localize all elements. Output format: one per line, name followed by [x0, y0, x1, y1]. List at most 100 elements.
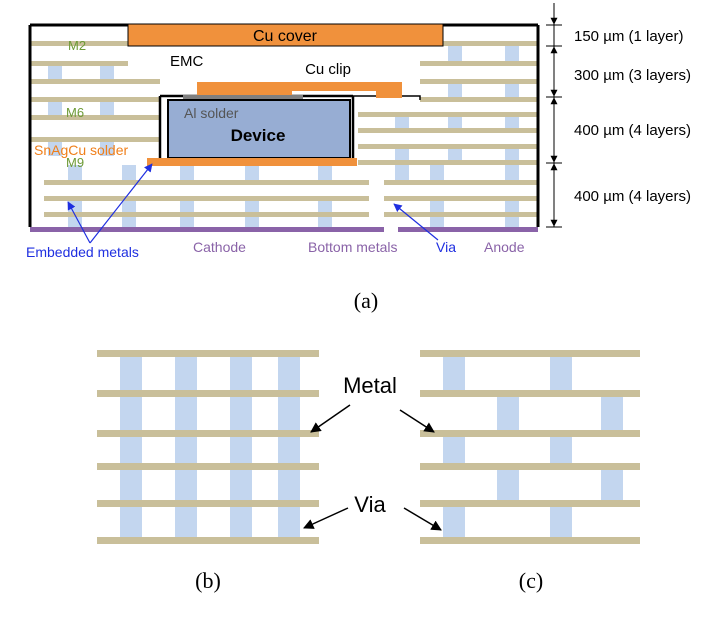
via-block — [68, 165, 82, 180]
via-block — [48, 142, 62, 156]
via-block — [448, 46, 462, 61]
via-block — [505, 217, 519, 227]
left-upper-metal-stack — [30, 41, 160, 156]
device — [167, 99, 351, 159]
metal-layer — [420, 500, 640, 507]
via-block — [68, 217, 82, 227]
via-block — [318, 165, 332, 180]
cu-cover — [127, 23, 444, 47]
via-block — [430, 165, 444, 180]
dimension-label-3: 400 µm (4 layers) — [574, 122, 691, 139]
cavity-step — [353, 95, 421, 100]
via-column — [278, 352, 300, 538]
via-block — [395, 165, 409, 180]
bottom-metal-anode — [398, 227, 538, 232]
metal-layer — [420, 79, 538, 84]
metal-layer — [420, 463, 640, 470]
caption-a: (a) — [354, 288, 378, 313]
via-block — [48, 66, 62, 79]
metal-layer — [420, 390, 640, 397]
via-block — [395, 149, 409, 160]
via-block — [448, 84, 462, 97]
metal-layer — [44, 180, 369, 185]
dimension-label-2: 300 µm (3 layers) — [574, 67, 691, 84]
via-block — [180, 165, 194, 180]
via-block — [505, 165, 519, 180]
via-block — [245, 217, 259, 227]
cu-clip-label: Cu clip — [305, 61, 351, 78]
metal-layer — [30, 79, 160, 84]
via-block — [497, 396, 519, 431]
via-block — [505, 201, 519, 212]
metal-layer — [30, 137, 160, 142]
metal-layer — [420, 41, 538, 46]
via-block — [448, 117, 462, 128]
via-block — [48, 102, 62, 115]
via-block — [100, 66, 114, 79]
metal-layer — [30, 115, 160, 120]
via-block — [505, 149, 519, 160]
embedded-metals-arrow — [89, 163, 153, 244]
al-solder — [183, 95, 303, 100]
bottom-left-metal-stack — [44, 165, 369, 227]
metal-layer — [30, 41, 128, 46]
embedded-metals-label: Embedded metals — [26, 244, 139, 260]
metal-callout-label: Metal — [343, 373, 397, 398]
via-block — [395, 117, 409, 128]
metal-layer — [97, 390, 319, 397]
callouts: Metal Via — [303, 373, 442, 531]
via-block — [601, 469, 623, 501]
via-block — [497, 469, 519, 501]
metal-layer — [358, 160, 538, 165]
metal-layer — [420, 61, 538, 66]
metal-layer — [97, 463, 319, 470]
metal-layer — [384, 180, 538, 185]
metal-layer — [97, 537, 319, 544]
metal-layer — [97, 430, 319, 437]
via-block — [245, 201, 259, 212]
caption-b: (b) — [195, 568, 221, 593]
via-block — [430, 201, 444, 212]
metal-callout-arrow-left — [310, 404, 351, 433]
via-block — [601, 396, 623, 431]
panel-c-staggered-vias: (c) — [420, 350, 640, 593]
panel-a-cross-section: Cu cover Cu clip EMC Al solder Device Sn… — [26, 3, 691, 313]
emc-label: EMC — [170, 53, 204, 70]
via-block — [180, 201, 194, 212]
device-label: Device — [231, 126, 286, 145]
via-block — [550, 506, 572, 538]
via-block — [443, 353, 465, 391]
metal-layer — [420, 430, 640, 437]
right-upper-metal-stack — [358, 41, 538, 165]
metal-layer — [44, 212, 369, 217]
via-block — [122, 165, 136, 180]
via-block — [443, 506, 465, 538]
snagcu-solder — [147, 158, 357, 166]
dimension-label-4: 400 µm (4 layers) — [574, 188, 691, 205]
panel-b-aligned-vias: (b) — [97, 350, 319, 593]
metal-layer — [358, 128, 538, 133]
m9-label: M9 — [66, 155, 84, 170]
via-callout-arrow-left — [303, 507, 349, 529]
metal-layer — [358, 112, 538, 117]
embedded-metals-arrow — [67, 201, 91, 244]
metal-callout-arrow-right — [399, 409, 435, 433]
via-label-blue: Via — [436, 239, 456, 255]
anode-label: Anode — [484, 239, 525, 255]
metal-layer — [44, 196, 369, 201]
metal-layer — [420, 350, 640, 357]
cathode-label: Cathode — [193, 239, 246, 255]
metal-layer — [420, 97, 538, 102]
metal-layer — [384, 212, 538, 217]
metal-layer — [97, 500, 319, 507]
via-callout-arrow-right — [403, 507, 442, 531]
via-block — [122, 217, 136, 227]
via-column — [120, 352, 142, 538]
via-block — [505, 117, 519, 128]
via-block — [122, 201, 136, 212]
bottom-right-metal-stack — [384, 165, 538, 227]
al-solder-label: Al solder — [184, 105, 239, 121]
bottom-metal-cathode — [30, 227, 384, 232]
